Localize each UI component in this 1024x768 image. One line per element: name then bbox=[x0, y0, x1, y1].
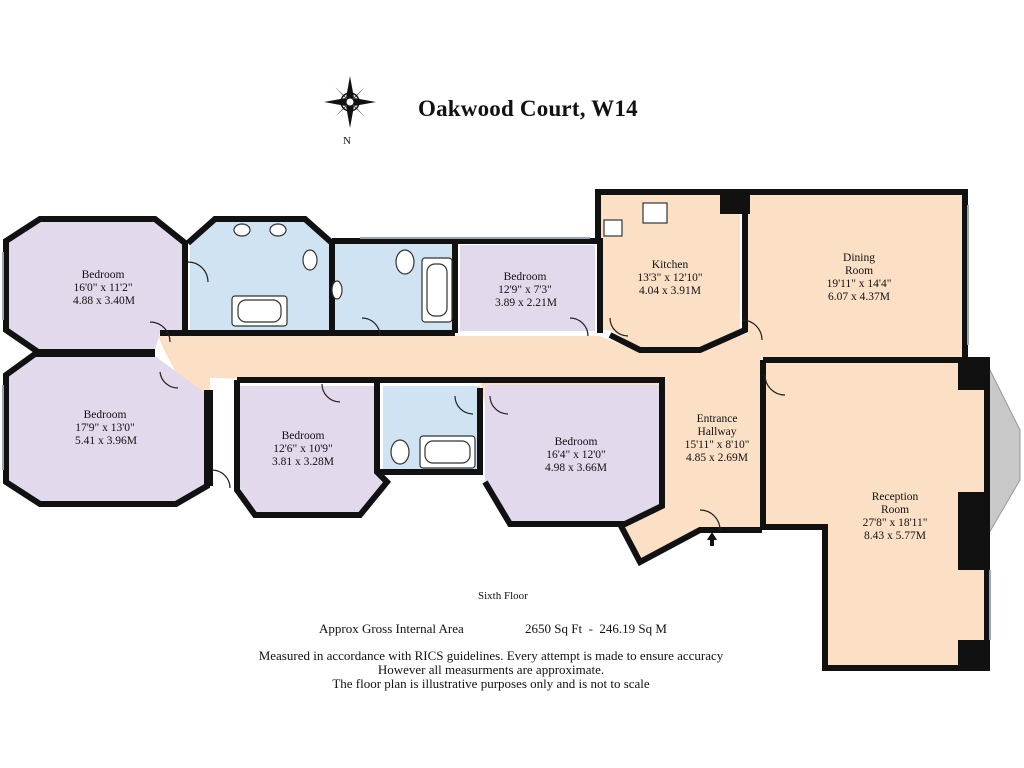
room-label-dining: Dining Room 19'11" x 14'4" 6.07 x 4.37M bbox=[826, 252, 892, 304]
room-name: Bedroom bbox=[503, 271, 547, 283]
room-name: Bedroom bbox=[281, 430, 325, 442]
entrance-arrow bbox=[707, 532, 717, 546]
bedroom-2-fill bbox=[8, 356, 205, 502]
disclaimer-line-3: The floor plan is illustrative purposes … bbox=[332, 676, 650, 691]
area-value: 2650 Sq Ft - 246.19 Sq M bbox=[525, 621, 667, 636]
room-metric: 4.85 x 2.69M bbox=[686, 452, 748, 464]
room-imperial: 16'0" x 11'2" bbox=[73, 282, 133, 294]
doors bbox=[149, 261, 786, 531]
room-name-2: Hallway bbox=[697, 426, 737, 438]
bay-window bbox=[984, 359, 1021, 542]
room-name: Bedroom bbox=[83, 409, 127, 421]
fixtures bbox=[231, 202, 668, 469]
room-metric: 4.98 x 3.66M bbox=[545, 462, 607, 474]
disclaimer-line-1: Measured in accordance with RICS guideli… bbox=[258, 648, 724, 663]
room-imperial: 16'4" x 12'0" bbox=[546, 449, 606, 461]
room-name: Bedroom bbox=[554, 436, 598, 448]
room-metric: 4.88 x 3.40M bbox=[73, 295, 135, 307]
room-fills bbox=[8, 193, 1021, 665]
room-label-bedroom-3: Bedroom 12'9" x 7'3" 3.89 x 2.21M bbox=[495, 271, 557, 310]
bedroom-5-fill bbox=[485, 385, 660, 522]
room-name: Entrance bbox=[696, 413, 738, 425]
room-label-kitchen: Kitchen 13'3" x 12'10" 4.04 x 3.91M bbox=[637, 259, 703, 298]
kitchen-fill bbox=[598, 195, 740, 348]
wall-blocks bbox=[720, 192, 986, 668]
room-label-bedroom-2: Bedroom 17'9" x 13'0" 5.41 x 3.96M bbox=[75, 409, 137, 448]
room-imperial: 19'11" x 14'4" bbox=[826, 278, 892, 290]
room-metric: 8.43 x 5.77M bbox=[864, 530, 926, 542]
room-imperial: 27'8" x 18'11" bbox=[862, 517, 928, 529]
room-name-2: Room bbox=[880, 504, 910, 516]
compass-rose bbox=[324, 76, 376, 128]
bedroom-4-fill bbox=[240, 386, 385, 513]
room-label-bedroom-1: Bedroom 16'0" x 11'2" 4.88 x 3.40M bbox=[73, 269, 135, 308]
dining-fill bbox=[748, 193, 963, 358]
area-label: Approx Gross Internal Area bbox=[319, 621, 464, 636]
plan-title: Oakwood Court, W14 bbox=[418, 96, 638, 121]
room-imperial: 17'9" x 13'0" bbox=[75, 422, 135, 434]
room-name: Kitchen bbox=[651, 259, 689, 271]
room-metric: 6.07 x 4.37M bbox=[828, 291, 890, 303]
reception-fill bbox=[763, 362, 985, 665]
room-name: Dining bbox=[843, 252, 875, 264]
room-name-2: Room bbox=[844, 265, 874, 277]
compass-north-label: N bbox=[343, 135, 351, 147]
room-metric: 4.04 x 3.91M bbox=[639, 285, 701, 297]
room-imperial: 12'9" x 7'3" bbox=[498, 284, 552, 296]
floor-label: Sixth Floor bbox=[478, 590, 528, 602]
room-metric: 3.89 x 2.21M bbox=[495, 297, 557, 309]
room-label-bedroom-4: Bedroom 12'6" x 10'9" 3.81 x 3.28M bbox=[270, 430, 336, 469]
room-imperial: 12'6" x 10'9" bbox=[273, 443, 333, 455]
room-label-reception: Reception Room 27'8" x 18'11" 8.43 x 5.7… bbox=[855, 491, 935, 543]
room-metric: 5.41 x 3.96M bbox=[75, 435, 137, 447]
room-imperial: 15'11" x 8'10" bbox=[684, 439, 750, 451]
room-label-bedroom-5: Bedroom 16'4" x 12'0" 4.98 x 3.66M bbox=[543, 436, 609, 475]
room-metric: 3.81 x 3.28M bbox=[272, 456, 334, 468]
bedroom-1-fill bbox=[8, 221, 185, 350]
bathroom-1-fill bbox=[190, 221, 330, 331]
room-imperial: 13'3" x 12'10" bbox=[637, 272, 703, 284]
room-label-entrance-hallway: Entrance Hallway 15'11" x 8'10" 4.85 x 2… bbox=[677, 413, 757, 465]
room-name: Reception bbox=[871, 491, 919, 503]
room-name: Bedroom bbox=[81, 269, 125, 281]
bedroom-3-fill bbox=[460, 245, 595, 331]
walls bbox=[3, 189, 990, 671]
disclaimer-line-2: However all measurments are approximate. bbox=[377, 662, 605, 677]
windows bbox=[2, 205, 991, 640]
